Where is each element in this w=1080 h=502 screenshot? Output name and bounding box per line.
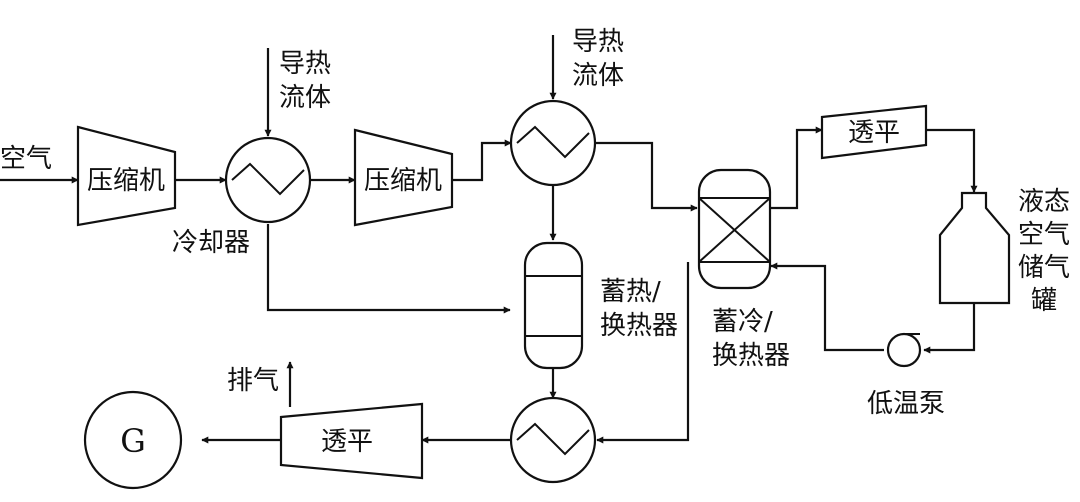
heat-fluid-2-label-line1: 导热 [572,27,624,57]
turbine-bottom: 透平 [279,402,424,480]
compressor-2: 压缩机 [353,128,454,227]
cooler-to-heat-storage-line [266,224,511,314]
liquid-air-tank [938,191,1011,305]
air-inlet-label: 空气 [0,144,52,174]
heat-exchanger-top [509,99,597,187]
compressor-2-label: 压缩机 [364,166,442,196]
cold-storage-vessel [697,168,772,290]
tank-to-pump-line [923,303,976,354]
turbine-bottom-label: 透平 [321,427,373,457]
cold-storage-label-line2: 换热器 [712,341,790,371]
turbine-to-tank-line [926,128,978,193]
tank-label-line2: 空气 [1018,220,1070,250]
cooler-label: 冷却器 [172,228,250,258]
low-temp-pump-label: 低温泵 [867,389,945,419]
pump-to-cold-storage-line [770,262,884,352]
heat-storage-vessel [523,241,584,370]
generator: G [83,390,183,490]
cooler [224,136,312,224]
heat-storage-label-line1: 蓄热/ [600,277,661,307]
heat-fluid-1-label-line2: 流体 [279,83,331,113]
turbine-top-label: 透平 [848,118,900,148]
exhaust-label: 排气 [227,366,279,396]
compressor-1: 压缩机 [76,125,177,227]
heat-fluid-2-label-line2: 流体 [572,61,624,91]
tank-label-line4: 罐 [1031,286,1057,316]
generator-label: G [120,422,146,460]
tank-label-line1: 液态 [1018,187,1070,217]
heat-fluid-1-label-line1: 导热 [279,49,331,79]
compressor-1-label: 压缩机 [87,166,165,196]
hx-to-cold-storage-line [595,141,698,212]
tank-label-line3: 储气 [1018,253,1070,283]
flow-lines [0,35,978,444]
cold-storage-to-turbine-line [770,126,823,210]
turbine-top: 透平 [820,104,928,160]
cold-storage-to-bottom-hx-line [596,262,690,444]
low-temp-pump [886,332,922,368]
compressor2-to-hx-line [452,139,512,182]
heat-storage-label-line2: 换热器 [600,311,678,341]
heat-exchanger-bottom [509,396,597,484]
cold-storage-label-line1: 蓄冷/ [712,307,773,337]
